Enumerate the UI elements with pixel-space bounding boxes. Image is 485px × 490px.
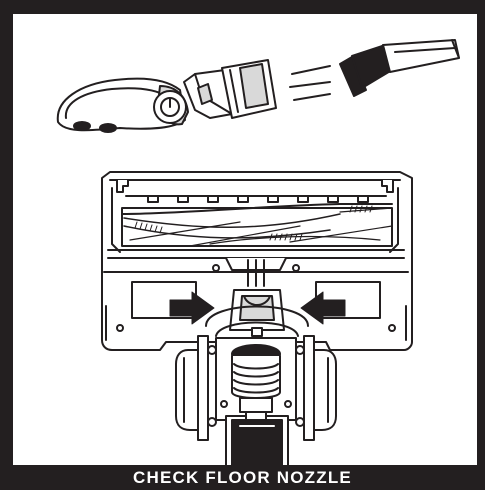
lower-neck	[225, 411, 289, 467]
panel-border-top	[0, 0, 485, 14]
arrow-right-icon	[169, 291, 215, 325]
left-wheel	[175, 335, 217, 441]
crevice-tool-icon	[339, 39, 460, 97]
arrow-left-icon	[300, 291, 346, 325]
panel-border-right	[477, 0, 485, 490]
right-wheel	[295, 335, 337, 441]
caption-bar: CHECK FLOOR NOZZLE	[0, 465, 485, 490]
panel-border-left	[0, 0, 13, 490]
nozzle-port	[205, 289, 309, 337]
detached-nozzle-icon	[56, 59, 277, 133]
motion-lines	[289, 65, 331, 101]
comb-teeth	[147, 195, 369, 203]
swivel-joint	[215, 337, 297, 421]
brushroll	[121, 203, 393, 247]
caption-text: CHECK FLOOR NOZZLE	[133, 467, 352, 487]
